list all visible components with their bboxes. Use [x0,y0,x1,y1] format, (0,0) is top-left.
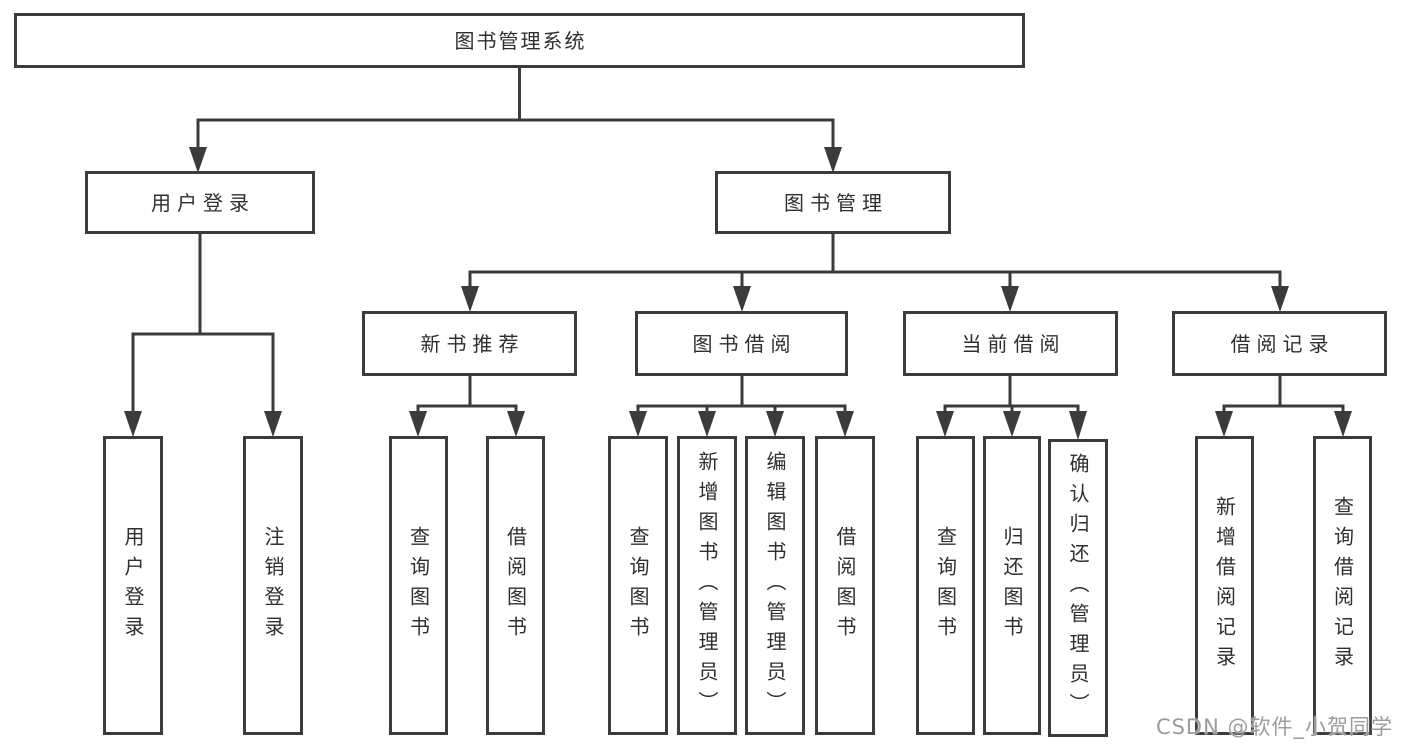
leaf-query-borrow-record: 查询借阅记录 [1313,436,1372,735]
arrow-down-icon [507,411,525,437]
arrow-down-icon [936,411,954,437]
leaf-confirm-return-admin: 确认归还（管理员） [1048,439,1108,737]
node-label: 注销登录 [261,525,285,646]
leaf-query-books-3: 查询图书 [916,436,975,735]
node-label: 归还图书 [1000,525,1024,646]
arrow-down-icon [189,147,207,173]
node-user-login-branch: 用户登录 [85,171,315,234]
arrow-down-icon [824,147,842,173]
arrow-down-icon [1001,286,1019,312]
node-label: 新增借阅记录 [1212,495,1237,676]
connector-currentborrow-to-leaves [936,376,1087,440]
leaf-query-books-2: 查询图书 [608,436,668,735]
node-label: 图书管理系统 [454,28,587,53]
connector-bookmgmt-to-level2 [461,234,1289,312]
node-label: 借阅图书 [833,525,857,646]
connector-userlogin-to-leaves [124,234,282,437]
leaf-return-books: 归还图书 [983,436,1041,735]
arrow-down-icon [1215,411,1233,437]
leaf-borrow-books-2: 借阅图书 [815,436,875,735]
node-label: 图书管理 [784,190,888,215]
arrow-down-icon [1271,286,1289,312]
arrow-down-icon [1069,411,1087,440]
arrow-down-icon [461,286,479,312]
node-label: 查询图书 [933,525,958,646]
node-book-management-branch: 图书管理 [715,171,951,234]
leaf-query-books-1: 查询图书 [389,436,448,735]
connector-bookborrow-to-leaves [629,376,854,437]
arrow-down-icon [1334,411,1352,437]
node-label: 查询图书 [406,525,431,646]
node-borrow-record: 借阅记录 [1172,311,1387,376]
leaf-user-login: 用户登录 [103,436,163,735]
node-new-book-recommend: 新书推荐 [362,311,577,376]
arrow-down-icon [733,286,751,312]
arrow-down-icon [1003,411,1021,437]
leaf-edit-books-admin: 编辑图书（管理员） [745,436,805,735]
leaf-borrow-books-1: 借阅图书 [486,436,545,735]
node-label: 查询图书 [626,525,650,646]
node-label: 查询借阅记录 [1330,495,1355,676]
node-label: 确认归还（管理员） [1066,453,1090,723]
node-label: 用户登录 [121,525,145,646]
node-book-borrow: 图书借阅 [635,311,848,376]
arrow-down-icon [836,411,854,437]
arrow-down-icon [264,411,282,437]
arrow-down-icon [698,411,716,437]
node-label: 用户登录 [151,190,255,215]
leaf-add-books-admin: 新增图书（管理员） [677,436,737,735]
arrow-down-icon [409,411,427,437]
connector-newbook-to-leaves [409,376,525,437]
leaf-logout: 注销登录 [243,436,303,735]
node-label: 新增图书（管理员） [695,450,719,721]
node-label: 图书借阅 [692,331,797,356]
node-label: 借阅图书 [503,525,528,646]
connector-root-to-level1 [189,68,842,173]
arrow-down-icon [124,411,142,437]
node-library-management-system: 图书管理系统 [14,13,1025,68]
node-current-borrow: 当前借阅 [903,311,1118,376]
csdn-watermark: CSDN @软件_小贺同学 [1155,715,1393,739]
leaf-add-borrow-record: 新增借阅记录 [1195,436,1254,735]
arrow-down-icon [629,411,647,437]
connector-borrowrecord-to-leaves [1215,376,1352,437]
node-label: 编辑图书（管理员） [763,450,787,721]
node-label: 当前借阅 [961,331,1066,356]
node-label: 借阅记录 [1230,331,1335,356]
arrow-down-icon [766,411,784,437]
node-label: 新书推荐 [420,331,525,356]
